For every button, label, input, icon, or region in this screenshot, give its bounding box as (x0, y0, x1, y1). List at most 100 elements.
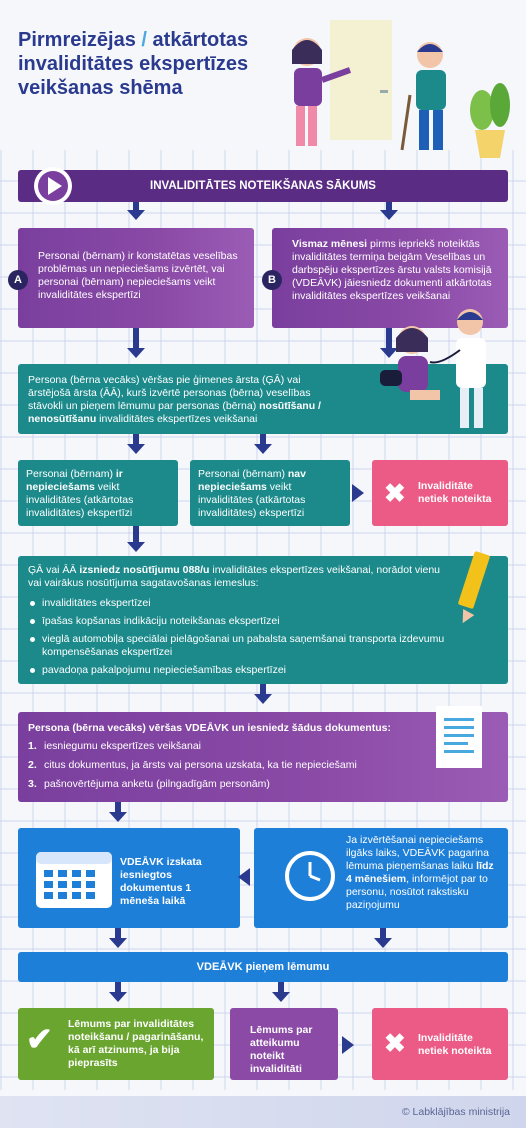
outcome-no-part: veikt invaliditātes (atkārtotas invalidi… (198, 481, 306, 519)
outcome-no-bold: nav nepieciešams (198, 468, 306, 493)
arrow-down-icon (109, 992, 127, 1002)
outcome-no-part: Personai (bērnam) (198, 468, 288, 480)
list-text: iesniegumu ekspertīzes veikšanai (44, 740, 201, 752)
clock-icon (285, 851, 335, 901)
outcome-yes-text: Personai (bērnam) ir nepieciešams veikt … (26, 468, 172, 520)
bag-icon (380, 370, 402, 386)
arrow-right-icon (342, 1036, 354, 1054)
doctor-patient-illustration (380, 309, 486, 428)
arrow-down-icon (254, 694, 272, 704)
title-part: atkārtotas (152, 29, 249, 51)
decision-bar: VDEĀVK pieņem lēmumu (18, 952, 508, 982)
not-determined-text-1: Invaliditāte netiek noteikta (418, 480, 492, 505)
stethoscope-icon (429, 349, 461, 364)
arrow-left-icon (238, 868, 250, 886)
page-title: Pirmreizējas / atkārtotas invaliditātes … (18, 28, 288, 100)
extension-bold: līdz 4 mēnešiem (346, 860, 494, 885)
title-part: Pirmreizējas (18, 29, 136, 51)
list-text: pašnovērtējuma anketu (pilngadīgām perso… (44, 778, 270, 790)
list-number: 3. (28, 778, 37, 790)
footer: © Labklājības ministrija (0, 1096, 526, 1128)
list-item: invaliditātes ekspertīzei (28, 597, 448, 610)
outcome-yes-part: veikt invaliditātes (atkārtotas invalidi… (26, 481, 134, 519)
footer-credit: © Labklājības ministrija (401, 1106, 510, 1118)
document-icon (436, 706, 482, 768)
branch-b-bold: Vismaz mēnesi (292, 238, 368, 250)
not-determined-text-2: Invaliditāte netiek noteikta (418, 1032, 492, 1057)
branch-a-box: Personai (bērnam) ir konstatētas veselīb… (18, 228, 254, 328)
connector (115, 982, 121, 994)
list-number: 2. (28, 759, 37, 771)
outcome-yes-bold: ir nepieciešams (26, 468, 123, 493)
connector (133, 328, 139, 350)
review-box: VDEĀVK izskata iesniegtos dokumentus 1 m… (18, 828, 240, 928)
arrow-down-icon (127, 542, 145, 552)
final-yes-box: ✔ Lēmums par invaliditātes noteikšanu / … (18, 1008, 214, 1080)
documents-heading: Persona (bērna vecāks) vēršas VDEĀVK un … (28, 722, 391, 734)
arrow-down-icon (109, 938, 127, 948)
connector (278, 982, 284, 994)
connector (386, 328, 392, 350)
referral-box: ĢĀ vai ĀĀ izsniedz nosūtījumu 088/u inva… (18, 556, 508, 684)
referral-part: ĢĀ vai ĀĀ (28, 564, 80, 576)
branch-b-text: Vismaz mēnesi pirms iepriekš noteiktās i… (292, 238, 500, 303)
arrow-down-icon (380, 348, 398, 358)
header-illustration (292, 20, 510, 158)
arrow-down-icon (109, 812, 127, 822)
arrow-right-icon (352, 484, 364, 502)
connector (133, 202, 139, 212)
title-line: veikšanas shēma (18, 77, 183, 99)
calendar-icon (36, 852, 112, 908)
connector (115, 928, 121, 940)
final-refuse-box: Lēmums par atteikumu noteikt invaliditāt… (230, 1008, 338, 1080)
arrow-down-icon (380, 210, 398, 220)
connector (115, 802, 121, 814)
list-item: īpašas kopšanas indikāciju noteikšanas e… (28, 615, 448, 628)
documents-box: Persona (bērna vecāks) vēršas VDEĀVK un … (18, 712, 508, 802)
referral-intro: ĢĀ vai ĀĀ izsniedz nosūtījumu 088/u inva… (28, 564, 448, 590)
list-item: 2.citus dokumentus, ja ārsts vai persona… (28, 759, 428, 772)
list-item: 1. iesniegumu ekspertīzes veikšanai (28, 740, 428, 753)
pencil-icon (458, 551, 490, 624)
doctor-step-text: Persona (bērna vecāks) vēršas pie ģimene… (28, 374, 338, 426)
door-icon (330, 20, 392, 140)
arrow-down-icon (127, 348, 145, 358)
referral-list: invaliditātes ekspertīzei īpašas kopšana… (28, 592, 448, 677)
referral-part: invaliditātes ekspertīzes veikšanai, nor… (28, 564, 441, 589)
connector (380, 928, 386, 940)
outcome-no-text: Personai (bērnam) nav nepieciešams veikt… (198, 468, 344, 520)
arrow-down-icon (254, 444, 272, 454)
cross-icon: ✖ (384, 478, 406, 508)
outcome-no-box: Personai (bērnam) nav nepieciešams veikt… (190, 460, 350, 526)
arrow-down-icon (272, 992, 290, 1002)
branch-b-rest: pirms iepriekš noteiktās invaliditātes t… (292, 238, 492, 302)
play-icon (34, 167, 72, 205)
list-number: 1. (28, 740, 37, 752)
extension-box: Ja izvērtēšanai nepieciešams ilgāks laik… (254, 828, 508, 928)
list-item: vieglā automobiļa speciālai pielāgošanai… (28, 633, 448, 659)
connector (260, 684, 266, 696)
title-slash: / (141, 29, 147, 51)
doctor-step-part: invaliditātes ekspertīzes veikšanai (96, 413, 258, 425)
outcome-yes-box: Personai (bērnam) ir nepieciešams veikt … (18, 460, 178, 526)
documents-list: 1. iesniegumu ekspertīzes veikšanai 2.cit… (28, 734, 428, 791)
referral-bold: izsniedz nosūtījumu 088/u (79, 564, 210, 576)
start-bar: INVALIDITĀTES NOTEIKŠANAS SĀKUMS (18, 167, 508, 205)
extension-part: , informējot par to personu, nosūtot rak… (346, 873, 488, 911)
title-line: invaliditātes ekspertīzes (18, 53, 249, 75)
not-determined-box-2: ✖ Invaliditāte netiek noteikta (372, 1008, 508, 1080)
start-label: INVALIDITĀTES NOTEIKŠANAS SĀKUMS (150, 180, 376, 192)
final-yes-text: Lēmums par invaliditātes noteikšanu / pa… (68, 1018, 204, 1069)
arrow-down-icon (127, 444, 145, 454)
connector (133, 526, 139, 544)
branch-b-letter: B (262, 270, 282, 290)
checkmark-icon: ✔ (26, 1021, 53, 1057)
extension-text: Ja izvērtēšanai nepieciešams ilgāks laik… (346, 834, 502, 912)
connector (260, 434, 266, 446)
branch-a-letter: A (8, 270, 28, 290)
arrow-down-icon (127, 210, 145, 220)
arrow-down-icon (374, 938, 392, 948)
doctor-step-bold: nosūtīšanu / nenosūtīšanu (28, 400, 321, 425)
review-text: VDEĀVK izskata iesniegtos dokumentus 1 m… (120, 856, 202, 907)
outcome-yes-part: Personai (bērnam) (26, 468, 116, 480)
